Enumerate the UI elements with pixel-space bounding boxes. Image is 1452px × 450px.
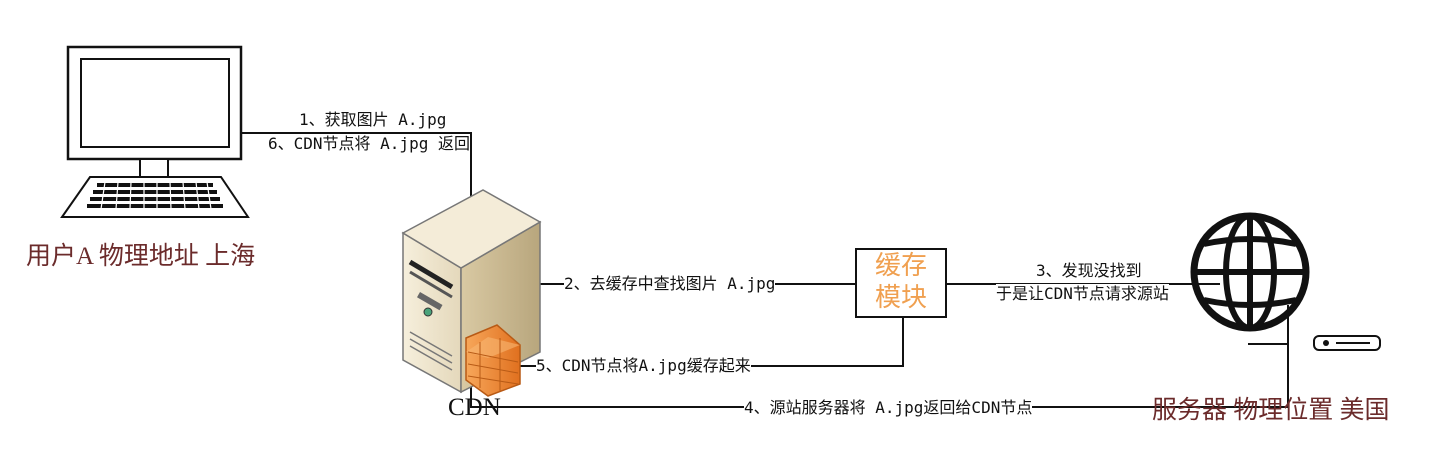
step4-label: 4、源站服务器将 A.jpg返回给CDN节点 (744, 398, 1033, 418)
router-icon (1313, 335, 1381, 351)
server-location-label: 服务器 物理位置 美国 (1152, 397, 1390, 424)
firewall-icon (465, 324, 521, 397)
cache-module-line1: 缓存 (874, 251, 927, 281)
edge-user-cdn (155, 132, 472, 197)
computer-icon (60, 45, 250, 218)
step3-label-line1: 3、发现没找到 (1036, 261, 1142, 280)
globe-icon (1190, 212, 1310, 332)
cache-module: 缓存 模块 (855, 248, 947, 318)
cdn-label: CDN (448, 394, 501, 421)
step2-label: 2、去缓存中查找图片 A.jpg (564, 274, 776, 294)
cache-module-line2: 模块 (874, 283, 927, 313)
step1-label: 1、获取图片 A.jpg (299, 110, 447, 129)
step3-label-line2: 于是让CDN节点请求源站 (996, 284, 1169, 304)
user-location-label: 用户A 物理地址 上海 (26, 243, 256, 270)
step6-label: 6、CDN节点将 A.jpg 返回 (268, 134, 470, 153)
step5-label: 5、CDN节点将A.jpg缓存起来 (536, 356, 751, 376)
